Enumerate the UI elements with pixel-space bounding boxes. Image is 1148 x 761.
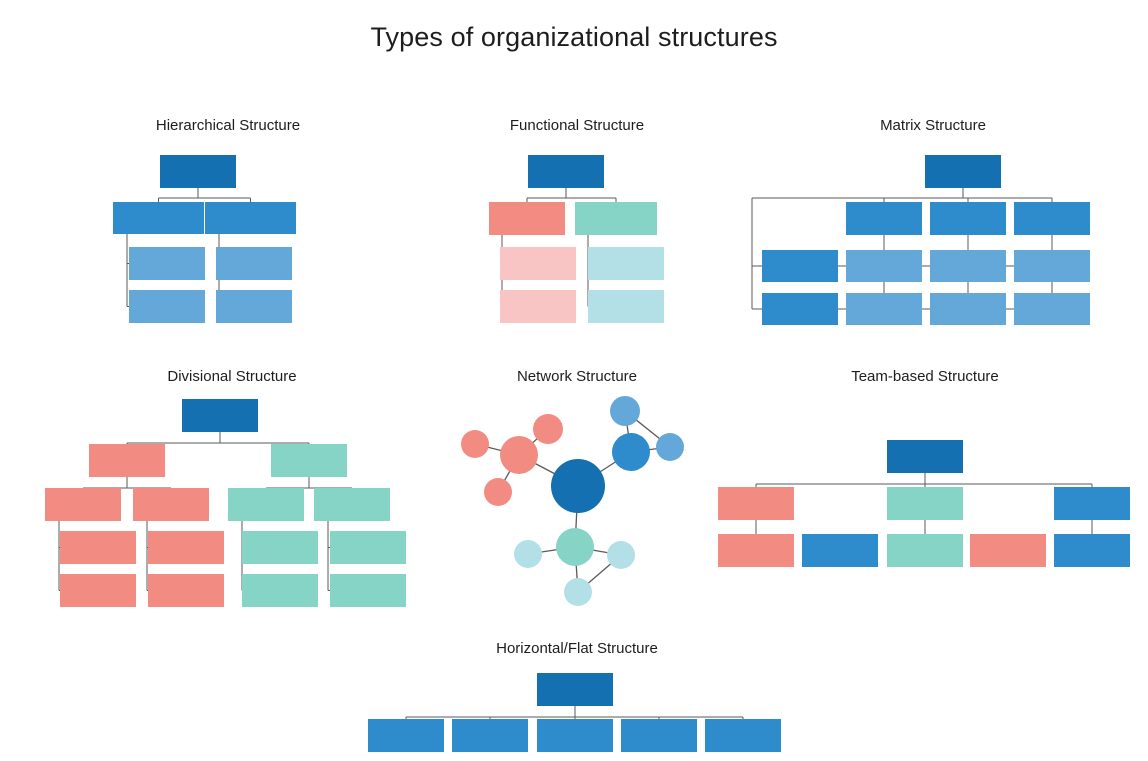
functional-node-dept-red	[489, 202, 565, 235]
matrix-node-col-head-3	[1014, 202, 1090, 235]
divisional-node-teal-leaf-4	[330, 574, 406, 607]
panel-title-hierarchical: Hierarchical Structure	[155, 117, 301, 134]
panel-title-divisional: Divisional Structure	[167, 368, 297, 385]
page-title: Types of organizational structures	[370, 22, 778, 52]
matrix-node-cell-2-1	[846, 293, 922, 325]
matrix-node-col-head-1	[846, 202, 922, 235]
divisional-node-teal-unit-2	[314, 488, 390, 521]
network-node-teal-a	[514, 540, 542, 568]
hierarchical-node-mgr-2	[205, 202, 296, 234]
matrix-node-cell-1-3	[1014, 250, 1090, 282]
matrix-node-root	[925, 155, 1001, 188]
hierarchical-node-staff-4	[216, 290, 292, 323]
divisional-node-red-leaf-2	[60, 574, 136, 607]
team-node-member-1	[718, 534, 794, 567]
hierarchical-node-mgr-1	[113, 202, 204, 234]
panel-title-functional: Functional Structure	[509, 117, 645, 134]
network-node-teal-hub	[556, 528, 594, 566]
divisional-node-div-red	[89, 444, 165, 477]
hierarchical-node-root	[160, 155, 236, 188]
network-node-teal-c	[564, 578, 592, 606]
divisional-node-root	[182, 399, 258, 432]
team-node-member-2	[802, 534, 878, 567]
team-node-member-4	[970, 534, 1046, 567]
divisional-node-red-leaf-4	[148, 574, 224, 607]
hierarchical-node-staff-3	[216, 247, 292, 280]
network-node-teal-b	[607, 541, 635, 569]
panel-title-horizontal-flat: Horizontal/Flat Structure	[496, 640, 658, 657]
network-node-blue-a	[610, 396, 640, 426]
hierarchical-node-staff-1	[129, 247, 205, 280]
divisional-node-red-leaf-3	[148, 531, 224, 564]
flat-node-unit-3	[537, 719, 613, 752]
flat-node-unit-4	[621, 719, 697, 752]
functional-node-teal-sub-1	[588, 247, 664, 280]
network-node-red-hub	[500, 436, 538, 474]
divisional-node-red-leaf-1	[60, 531, 136, 564]
functional-node-root	[528, 155, 604, 188]
divisional-node-red-unit-1	[45, 488, 121, 521]
panel-title-network: Network Structure	[516, 368, 638, 385]
functional-node-red-sub-1	[500, 247, 576, 280]
matrix-node-row-head-1	[762, 250, 838, 282]
flat-node-unit-5	[705, 719, 781, 752]
team-node-member-3	[887, 534, 963, 567]
functional-node-teal-sub-2	[588, 290, 664, 323]
matrix-node-cell-1-2	[930, 250, 1006, 282]
matrix-node-cell-2-2	[930, 293, 1006, 325]
flat-node-unit-2	[452, 719, 528, 752]
network-node-red-a	[461, 430, 489, 458]
team-node-lead-red	[718, 487, 794, 520]
hierarchical-node-staff-2	[129, 290, 205, 323]
team-node-lead-blue	[1054, 487, 1130, 520]
divisional-node-div-teal	[271, 444, 347, 477]
functional-node-dept-teal	[575, 202, 657, 235]
matrix-node-row-head-2	[762, 293, 838, 325]
network-node-red-b	[533, 414, 563, 444]
divisional-node-teal-leaf-3	[330, 531, 406, 564]
divisional-node-teal-unit-1	[228, 488, 304, 521]
network-node-blue-hub	[612, 433, 650, 471]
team-node-root	[887, 440, 963, 473]
flat-node-root	[537, 673, 613, 706]
functional-node-red-sub-2	[500, 290, 576, 323]
matrix-node-col-head-2	[930, 202, 1006, 235]
team-node-lead-teal	[887, 487, 963, 520]
panel-title-matrix: Matrix Structure	[880, 117, 986, 134]
matrix-node-cell-1-1	[846, 250, 922, 282]
flat-node-unit-1	[368, 719, 444, 752]
panel-title-team-based: Team-based Structure	[851, 368, 999, 385]
matrix-node-cell-2-3	[1014, 293, 1090, 325]
network-node-red-c	[484, 478, 512, 506]
team-node-member-5	[1054, 534, 1130, 567]
divisional-node-teal-leaf-1	[242, 531, 318, 564]
network-node-blue-b	[656, 433, 684, 461]
divisional-node-red-unit-2	[133, 488, 209, 521]
network-node-hub	[551, 459, 605, 513]
divisional-node-teal-leaf-2	[242, 574, 318, 607]
